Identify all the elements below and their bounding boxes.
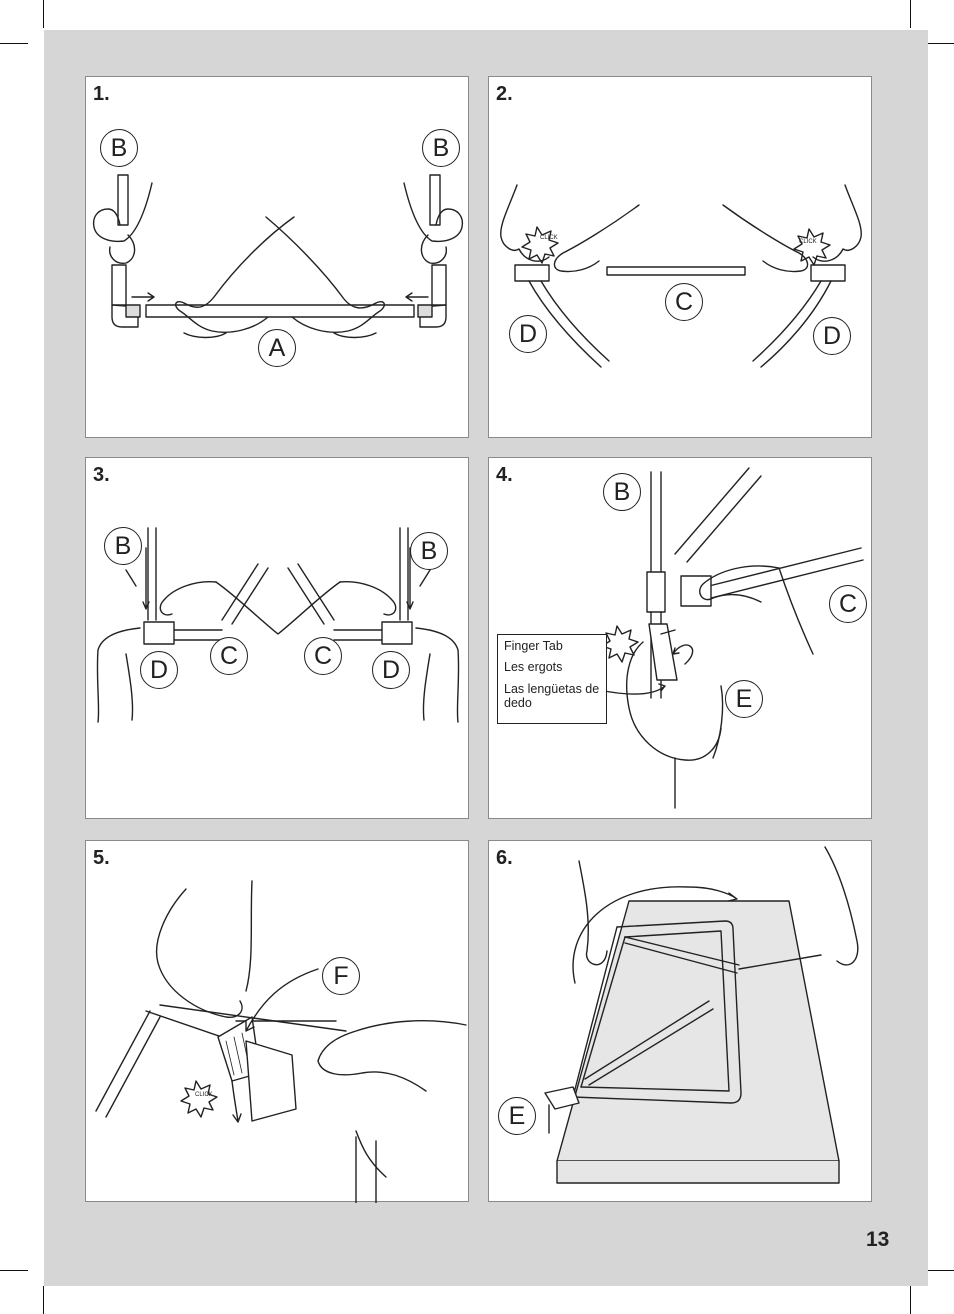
click-text: CLICK <box>195 1092 213 1098</box>
step-2-panel: CLICK CLICK 2. C D D <box>488 76 872 438</box>
part-label-e: E <box>725 680 763 718</box>
part-label-d: D <box>509 315 547 353</box>
part-label-d: D <box>140 651 178 689</box>
step-2-illustration: CLICK CLICK <box>500 184 862 368</box>
crop-mark <box>926 1270 954 1271</box>
crop-mark <box>0 1270 28 1271</box>
part-label-b: B <box>104 527 142 565</box>
crop-mark <box>926 43 954 44</box>
step-5-illustration: CLICK <box>95 880 467 1203</box>
step-number: 2. <box>496 83 513 105</box>
step-number: 1. <box>93 83 110 105</box>
click-text: CLICK <box>540 235 558 241</box>
step-6-panel: 6. E <box>488 840 872 1202</box>
crop-mark <box>910 0 911 28</box>
part-label-b: B <box>100 129 138 167</box>
part-label-a: A <box>258 329 296 367</box>
part-label-c: C <box>210 637 248 675</box>
crop-mark <box>0 43 28 44</box>
part-label-f: F <box>322 957 360 995</box>
page-number: 13 <box>866 1228 890 1251</box>
part-label-d: D <box>813 317 851 355</box>
part-label-b: B <box>410 532 448 570</box>
crop-mark <box>43 1286 44 1314</box>
callout-text-en: Finger Tab <box>504 639 563 653</box>
step-number: 5. <box>93 847 110 869</box>
part-label-c: C <box>665 283 703 321</box>
part-label-c: C <box>829 585 867 623</box>
part-label-b: B <box>422 129 460 167</box>
click-text: CLICK <box>799 239 817 245</box>
step-4-panel: 4. B C E Finger Tab Les ergots Las lengü… <box>488 457 872 819</box>
finger-tab-callout: Finger Tab Les ergots Las lengüetas de d… <box>497 634 607 724</box>
step-6-illustration <box>544 846 859 1184</box>
crop-mark <box>910 1286 911 1314</box>
step-4-illustration <box>598 467 864 809</box>
part-label-b: B <box>603 473 641 511</box>
step-1-panel: 1. B B A <box>85 76 469 438</box>
part-label-c: C <box>304 637 342 675</box>
step-number: 4. <box>496 464 513 486</box>
callout-text-fr: Les ergots <box>504 660 563 675</box>
step-3-illustration <box>96 527 460 723</box>
step-3-panel: 3. B B C D C D <box>85 457 469 819</box>
step-1-illustration <box>92 174 464 339</box>
crop-mark <box>43 0 44 28</box>
step-number: 6. <box>496 847 513 869</box>
part-label-e: E <box>498 1097 536 1135</box>
step-5-panel: CLICK 5. F <box>85 840 469 1203</box>
step-number: 3. <box>93 464 110 486</box>
callout-text-es: Las lengüetas de dedo <box>504 681 600 711</box>
part-label-d: D <box>372 651 410 689</box>
